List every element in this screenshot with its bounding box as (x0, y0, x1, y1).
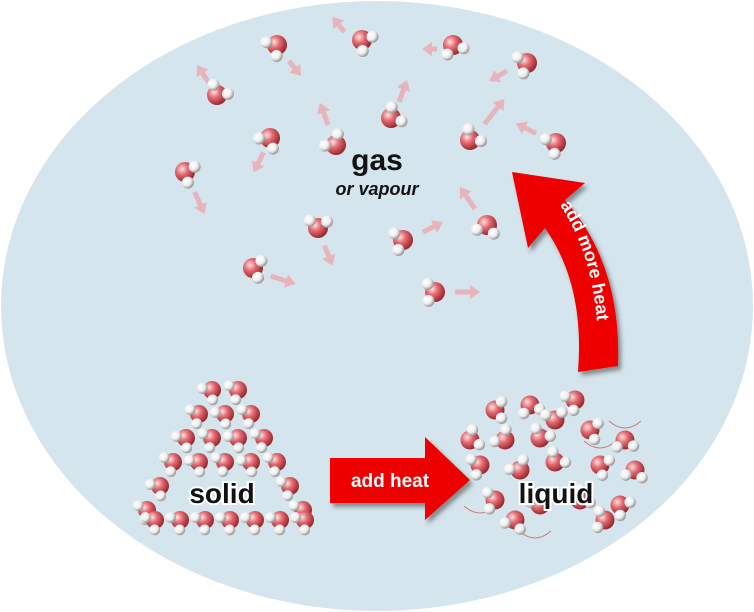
motion-arrow (396, 80, 411, 103)
motion-arrow (482, 99, 505, 126)
water-molecule (275, 476, 299, 502)
water-molecule (197, 428, 221, 454)
water-molecule (209, 405, 234, 430)
water-molecule (249, 428, 273, 454)
add-more-heat-arrow (512, 172, 619, 372)
water-molecule (236, 404, 260, 430)
motion-arrow (489, 68, 509, 83)
liquid-label: liquid (519, 478, 594, 509)
water-molecule (518, 395, 546, 420)
water-molecule (471, 215, 500, 240)
water-molecule (530, 422, 556, 448)
water-molecule (545, 446, 572, 472)
water-molecule (262, 452, 286, 478)
add-heat-arrow (330, 437, 470, 520)
solid-label: solid (189, 478, 254, 509)
motion-arrow (316, 103, 331, 126)
water-molecule (190, 511, 214, 536)
add-heat-label: add heat (351, 471, 430, 492)
water-molecule (580, 417, 604, 446)
water-molecule (260, 35, 287, 62)
motion-arrow (287, 59, 301, 76)
motion-arrow (332, 17, 347, 34)
water-molecule (570, 483, 596, 510)
water-molecule (481, 486, 505, 515)
motion-arrow (422, 42, 437, 56)
water-molecule (488, 423, 515, 450)
water-molecule (620, 460, 648, 484)
motion-arrow (322, 244, 336, 266)
water-molecule (240, 511, 264, 536)
water-molecule (591, 505, 615, 534)
water-molecule (539, 133, 566, 160)
motion-arrows (192, 17, 642, 539)
water-molecule (235, 453, 260, 478)
water-molecule (540, 406, 568, 430)
water-molecule (352, 30, 379, 57)
water-molecule (215, 511, 239, 536)
water-molecule (223, 380, 247, 406)
water-molecule (499, 510, 526, 535)
motion-arrow (516, 121, 538, 136)
water-molecule (460, 424, 486, 451)
water-molecule (421, 277, 445, 307)
motion-arrow (459, 187, 478, 211)
water-molecule (253, 128, 280, 155)
water-molecule (524, 490, 551, 515)
water-molecule (590, 454, 616, 481)
water-molecule (303, 214, 334, 238)
water-molecule (158, 452, 182, 478)
water-molecule (441, 35, 470, 61)
vibration-mark (608, 420, 642, 429)
water-molecule (381, 101, 408, 128)
water-molecule (290, 511, 314, 536)
water-molecule (319, 128, 346, 155)
motion-arrow (251, 151, 266, 173)
water-molecule (511, 51, 537, 80)
water-molecule (183, 453, 208, 478)
water-molecule (460, 123, 487, 150)
water-molecule (222, 429, 247, 454)
motion-arrow (421, 220, 443, 235)
water-molecule (210, 452, 234, 478)
water-molecule (559, 390, 585, 417)
gas-label: gas (351, 144, 403, 177)
water-molecule (144, 477, 169, 502)
water-molecule (503, 454, 530, 480)
water-molecule (611, 430, 640, 453)
water-molecule (170, 429, 195, 454)
water-molecule (207, 78, 234, 105)
water-molecule (265, 511, 289, 536)
water-molecule (243, 254, 268, 284)
motion-arrow (192, 190, 207, 214)
water-molecule (196, 381, 221, 406)
water-molecule (165, 511, 189, 536)
water-molecule (465, 453, 490, 481)
motion-arrow (455, 285, 480, 299)
gas-sublabel: or vapour (335, 179, 419, 199)
molecules (132, 30, 648, 536)
water-molecule (140, 511, 164, 536)
water-molecule (184, 404, 208, 430)
motion-arrow (196, 65, 212, 85)
water-molecule (388, 227, 413, 257)
water-molecule (175, 160, 201, 189)
water-molecule (610, 495, 636, 522)
motion-arrow (269, 273, 296, 288)
water-molecule (485, 396, 508, 424)
